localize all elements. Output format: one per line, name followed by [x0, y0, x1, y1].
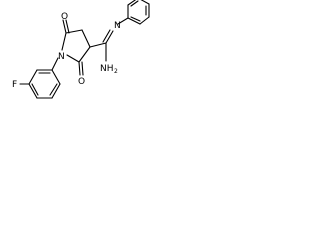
- bond-amidine-n: [105, 30, 114, 44]
- bond-c3-c2: [78, 46, 91, 63]
- aryl-bond-5: [51, 83, 61, 99]
- amidine-group: [89, 29, 114, 62]
- bond-n-c5: [61, 32, 67, 51]
- phenyl-bond-2: [139, 16, 150, 25]
- succinimide-ring: [61, 29, 91, 63]
- atom-nh2-subscript: 2: [114, 68, 118, 75]
- atom-nh2: NH: [100, 64, 114, 74]
- bond-c2-o: [78, 61, 81, 76]
- atom-n-imine: N: [114, 21, 121, 31]
- phenyl-bond-1: [127, 17, 141, 25]
- bond-c5-o-double: [65, 19, 70, 34]
- bond-c2-n: [66, 54, 80, 63]
- aryl-double-3: [49, 83, 58, 96]
- atom-f: F: [12, 80, 17, 90]
- phenyl-bond-4: [140, 0, 150, 5]
- structure-drawing: O O N N F NH 2: [12, 0, 150, 99]
- bond-amidine-n-double: [102, 29, 111, 43]
- carbonyl-top: [62, 19, 70, 34]
- atom-o-bottom: O: [78, 77, 85, 87]
- bond-c3-amidine: [89, 42, 107, 48]
- bond-c2-o-double: [81, 61, 84, 76]
- aryl-double-2: [31, 83, 39, 96]
- atom-n-ring: N: [58, 52, 65, 62]
- phenyl-ring: [127, 0, 150, 25]
- bond-n-aryl: [51, 57, 59, 71]
- phenyl-bond-6: [127, 0, 137, 6]
- aryl-bond-3: [28, 83, 38, 99]
- phenyl-double-1: [130, 16, 141, 22]
- molecule-diagram: O O N N F NH 2: [0, 0, 152, 123]
- aryl-bond-2: [28, 69, 38, 85]
- phenyl-double-3: [130, 0, 139, 7]
- bond-n-phenyl: [117, 17, 129, 25]
- fluorophenyl-ring: [19, 69, 61, 99]
- bond-c5-o: [62, 19, 67, 34]
- atom-o-top: O: [61, 12, 68, 22]
- aryl-bond-6: [51, 69, 61, 85]
- carbonyl-bottom: [78, 61, 84, 76]
- bond-c4-c3: [81, 29, 91, 48]
